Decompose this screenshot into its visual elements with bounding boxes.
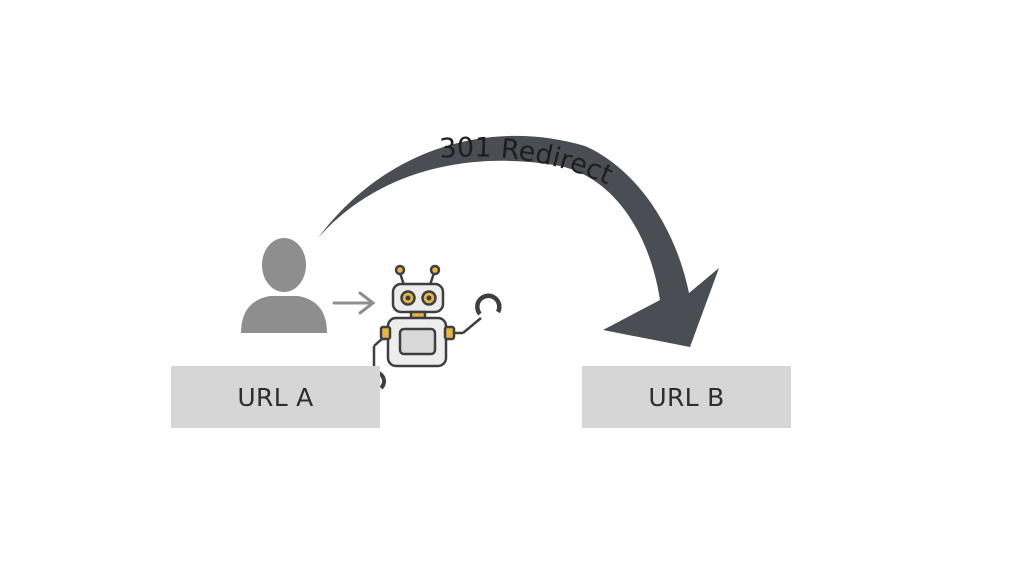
- url-a-label: URL A: [237, 382, 314, 412]
- url-b-label: URL B: [648, 382, 725, 412]
- robot-icon: [364, 264, 502, 390]
- user-icon: [241, 238, 327, 333]
- curved-arrow-icon: [318, 135, 719, 347]
- redirect-label: 301 Redirect: [438, 132, 617, 191]
- url-b-box: URL B: [582, 366, 791, 428]
- url-a-box: URL A: [171, 366, 380, 428]
- arrow-right-icon: [332, 291, 376, 315]
